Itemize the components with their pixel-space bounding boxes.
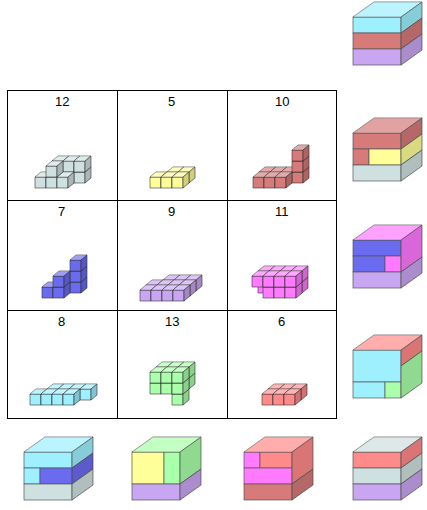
cell-number: 7: [58, 204, 65, 219]
assembled-cube: [24, 437, 93, 500]
cell-number: 6: [278, 314, 285, 329]
piece-cyan: [30, 384, 97, 405]
assembled-cube: [244, 437, 313, 500]
piece-brown: [253, 145, 309, 188]
assembled-cube: [353, 2, 422, 65]
assembled-cube: [353, 437, 422, 500]
cell-number: 12: [55, 94, 69, 109]
grid-lines: [8, 91, 337, 419]
piece-red: [262, 384, 307, 405]
piece-yellow: [150, 167, 195, 188]
piece-blue: [42, 255, 87, 298]
piece-pink: [252, 266, 308, 298]
assembled-cube: [353, 225, 422, 288]
assembled-cube: [132, 437, 201, 500]
cell-number: 8: [58, 314, 65, 329]
cell-number: 11: [275, 204, 289, 219]
cell-number: 5: [168, 94, 175, 109]
piece-green: [150, 362, 195, 405]
cell-number: 10: [275, 94, 289, 109]
piece-grey: [35, 156, 91, 188]
assembled-cube: [353, 118, 422, 181]
cell-number: 13: [165, 314, 179, 329]
cell-number: 9: [168, 204, 175, 219]
assembled-cube: [353, 335, 422, 398]
piece-purple: [140, 275, 202, 301]
